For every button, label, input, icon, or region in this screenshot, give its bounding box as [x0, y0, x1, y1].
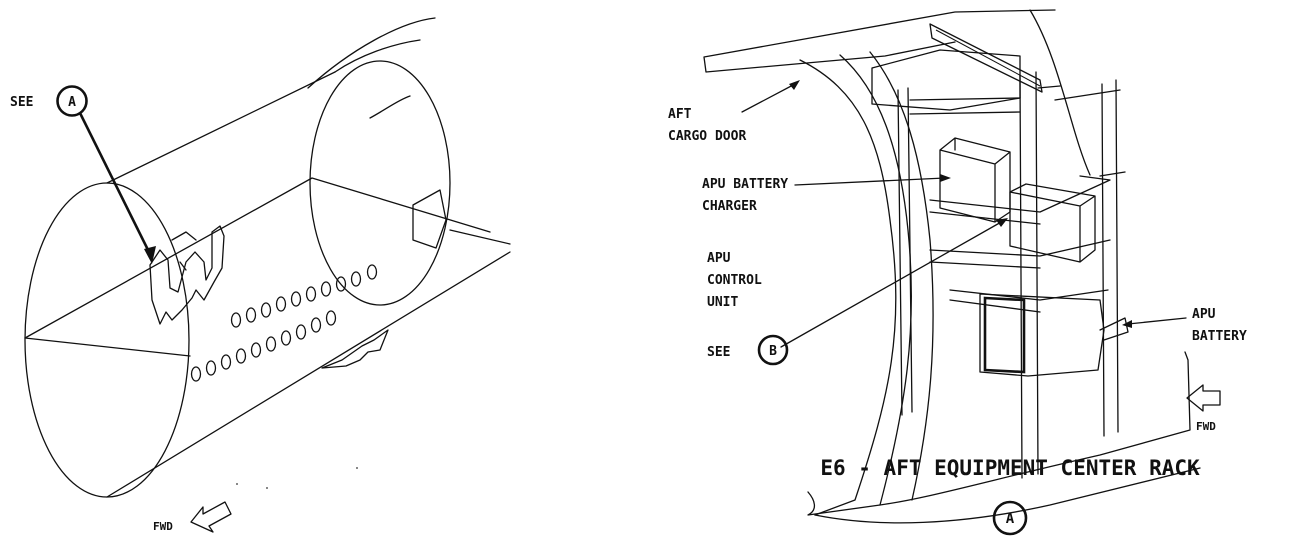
tail-cone-inner [369, 95, 411, 119]
fuselage-right-edge [449, 229, 511, 245]
rack-rear-wall [1054, 89, 1126, 177]
apu-battery-box [983, 296, 1026, 374]
fuselage-aft-section [309, 60, 451, 306]
apu-control-label-3: UNIT [707, 295, 738, 310]
control-unit-arrowhead [996, 218, 1008, 227]
apu-battery-outline [979, 293, 1105, 377]
cabin-floor [24, 177, 491, 339]
see-b-label: SEE [707, 345, 730, 360]
apu-charger-label-1: APU BATTERY [702, 177, 788, 192]
fuselage-top-line [106, 71, 336, 184]
see-a-ref-circle [56, 85, 88, 117]
left-fwd-label: FWD [153, 520, 173, 533]
equipment-bay-cutout [149, 225, 225, 325]
right-fwd-label: FWD [1196, 420, 1216, 433]
rack-caption: E6 - AFT EQUIPMENT CENTER RACK [820, 456, 1200, 480]
charger-leader [794, 177, 946, 186]
equipment-bay-inner [171, 231, 197, 271]
rack-shelf-3 [929, 239, 1111, 269]
aft-cargo-door-outline [412, 189, 447, 249]
apu-battery-label-1: APU [1192, 307, 1216, 322]
see-b-ref-circle [757, 334, 789, 366]
caption-ref: A [1006, 511, 1015, 527]
control-unit-leader [780, 220, 1004, 348]
tail-cone [307, 17, 436, 89]
apu-control-label-2: CONTROL [707, 273, 762, 288]
cargo-door-frame-rear [869, 51, 934, 501]
rack-top-rail [929, 23, 1043, 93]
apu-charger-label-2: CHARGER [702, 199, 757, 214]
aft-cargo-door-label-2: CARGO DOOR [668, 129, 746, 144]
see-a-leader [78, 112, 154, 259]
apu-control-label-1: APU [707, 251, 731, 266]
ceiling-edge [1029, 9, 1091, 176]
rack-floor [807, 351, 1191, 516]
apu-control-unit-box [1009, 183, 1096, 263]
aft-cargo-door-leader [741, 83, 796, 113]
see-a-arrowhead [144, 246, 156, 264]
apu-battery-charger-box [939, 137, 1011, 223]
floor-lower-edge [814, 467, 1201, 524]
fuselage-view: SEE A FWD [10, 17, 511, 533]
apu-battery-label-2: BATTERY [1192, 329, 1247, 344]
rack-upright-center [1019, 71, 1039, 479]
charger-arrowhead [940, 174, 951, 182]
rack-upright-right [1101, 79, 1119, 437]
caption-ref-circle [992, 500, 1028, 536]
rack-top-rail-inner [935, 29, 1041, 87]
floor-diagonal [24, 337, 191, 357]
see-a-ref: A [68, 95, 76, 110]
scan-specks [236, 467, 358, 489]
rack-shelf-4 [949, 289, 1109, 313]
rack-view: AFT CARGO DOOR APU BATTERY CHARGER APU C… [668, 9, 1247, 536]
see-a-label: SEE [10, 95, 33, 110]
overhead-beam [703, 9, 1056, 73]
rack-upright-left [897, 87, 913, 416]
belly-fairing [321, 329, 389, 369]
right-fwd-arrow-icon [1186, 384, 1221, 412]
cargo-door-frame-outer [799, 59, 897, 516]
battery-leader [1127, 317, 1187, 325]
rack-shelf-1 [909, 85, 1061, 115]
fuselage-fore-end [24, 182, 190, 498]
cargo-door-frame-inner [839, 54, 913, 506]
see-b-ref: B [769, 344, 777, 359]
rack-shelf-2 [929, 175, 1111, 225]
aft-cargo-door-arrowhead [789, 80, 800, 90]
cabin-windows [190, 264, 378, 382]
left-fwd-arrow-icon [190, 501, 232, 533]
aft-cargo-door-label-1: AFT [668, 107, 692, 122]
battery-arrowhead [1122, 320, 1132, 328]
fuselage-bottom-line [106, 251, 511, 498]
